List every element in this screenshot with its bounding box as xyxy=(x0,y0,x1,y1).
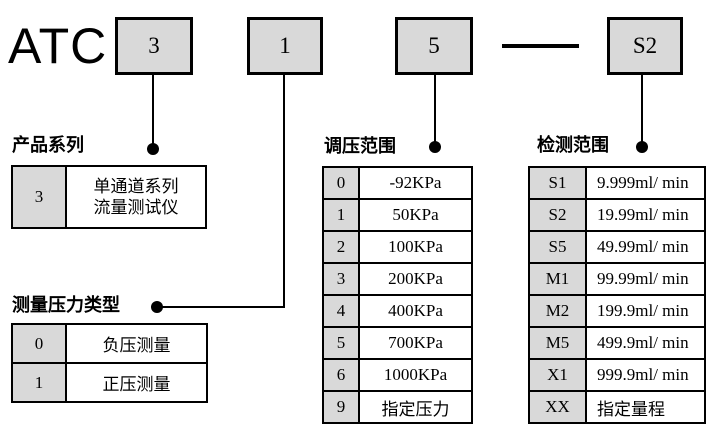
table-row: 5 700KPa xyxy=(324,326,471,358)
code-box-pressure-range: 5 xyxy=(395,17,473,75)
value-cell: 指定量程 xyxy=(597,399,665,419)
table-row: 3 200KPa xyxy=(324,262,471,294)
connector-line-series xyxy=(152,75,154,145)
section-title-pressure-type: 测量压力类型 xyxy=(12,295,120,315)
value-cell: 100KPa xyxy=(388,237,443,256)
table-row: S2 19.99ml/ min xyxy=(530,198,704,230)
connector-line-detection-range xyxy=(641,75,643,143)
table-row: 3 单通道系列 流量测试仪 xyxy=(13,167,205,227)
value-cell: 指定压力 xyxy=(381,399,450,419)
table-row: X1 999.9ml/ min xyxy=(530,358,704,390)
code-cell: 3 xyxy=(13,167,67,227)
table-row: M1 99.99ml/ min xyxy=(530,262,704,294)
connector-dot-pressure-type xyxy=(151,301,163,313)
code-cell: X1 xyxy=(530,360,587,390)
table-row: 6 1000KPa xyxy=(324,358,471,390)
section-title-pressure-range: 调压范围 xyxy=(324,136,396,156)
connector-line-pressure-range xyxy=(434,75,436,143)
pressure-type-table: 0 负压测量 1 正压测量 xyxy=(11,323,208,403)
value-cell: 499.9ml/ min xyxy=(597,333,689,352)
table-row: 9 指定压力 xyxy=(324,390,471,422)
code-cell: 9 xyxy=(324,392,360,422)
value-line-2: 流量测试仪 xyxy=(93,198,179,217)
code-cell: 1 xyxy=(13,364,67,401)
value-cell: 99.99ml/ min xyxy=(597,269,689,288)
code-cell: S5 xyxy=(530,232,587,262)
code-cell: 0 xyxy=(324,168,360,198)
code-cell: M1 xyxy=(530,264,587,294)
value-cell: 正压测量 xyxy=(102,375,171,394)
table-row: 1 正压测量 xyxy=(13,362,206,401)
code-cell: 3 xyxy=(324,264,360,294)
table-row: S1 9.999ml/ min xyxy=(530,168,704,198)
value-cell: 负压测量 xyxy=(102,336,171,355)
code-cell: M2 xyxy=(530,296,587,326)
value-cell: 200KPa xyxy=(388,269,443,288)
table-row: 4 400KPa xyxy=(324,294,471,326)
model-prefix: ATC xyxy=(8,18,108,74)
value-cell: 999.9ml/ min xyxy=(597,365,689,384)
pressure-range-table: 0 -92KPa 1 50KPa 2 100KPa 3 200KPa 4 400… xyxy=(322,166,473,424)
table-row: XX 指定量程 xyxy=(530,390,704,422)
table-row: 2 100KPa xyxy=(324,230,471,262)
value-cell: 19.99ml/ min xyxy=(597,205,689,224)
value-cell: 1000KPa xyxy=(383,365,448,384)
code-cell: 5 xyxy=(324,328,360,358)
value-line-1: 单通道系列 xyxy=(93,177,179,196)
detection-range-table: S1 9.999ml/ min S2 19.99ml/ min S5 49.99… xyxy=(528,166,706,424)
section-title-detection-range: 检测范围 xyxy=(537,135,609,155)
table-row: 1 50KPa xyxy=(324,198,471,230)
code-cell: XX xyxy=(530,392,587,422)
code-box-detection-range: S2 xyxy=(607,17,683,75)
connector-line-pressure-type-h xyxy=(158,306,285,308)
connector-line-pressure-type-v xyxy=(283,75,285,308)
table-row: M2 199.9ml/ min xyxy=(530,294,704,326)
value-cell: 9.999ml/ min xyxy=(597,173,689,192)
code-cell: 6 xyxy=(324,360,360,390)
table-row: M5 499.9ml/ min xyxy=(530,326,704,358)
code-cell: 1 xyxy=(324,200,360,230)
code-box-series: 3 xyxy=(115,17,193,75)
value-cell: -92KPa xyxy=(389,173,442,192)
section-title-product-series: 产品系列 xyxy=(12,135,84,155)
value-cell: 单通道系列 流量测试仪 xyxy=(67,167,205,227)
table-row: 0 -92KPa xyxy=(324,168,471,198)
product-series-table: 3 单通道系列 流量测试仪 xyxy=(11,165,207,229)
code-box-pressure-type: 1 xyxy=(247,17,323,75)
connector-dot-pressure-range xyxy=(429,141,441,153)
code-cell: S1 xyxy=(530,168,587,198)
code-cell: S2 xyxy=(530,200,587,230)
connector-dot-series xyxy=(147,143,159,155)
code-cell: 2 xyxy=(324,232,360,262)
separator-dash xyxy=(502,44,579,48)
value-cell: 400KPa xyxy=(388,301,443,320)
connector-dot-detection-range xyxy=(636,141,648,153)
value-cell: 50KPa xyxy=(392,205,439,224)
value-cell: 49.99ml/ min xyxy=(597,237,689,256)
code-cell: 0 xyxy=(13,325,67,362)
table-row: 0 负压测量 xyxy=(13,325,206,362)
code-cell: 4 xyxy=(324,296,360,326)
value-cell: 700KPa xyxy=(388,333,443,352)
code-cell: M5 xyxy=(530,328,587,358)
value-cell: 199.9ml/ min xyxy=(597,301,689,320)
table-row: S5 49.99ml/ min xyxy=(530,230,704,262)
